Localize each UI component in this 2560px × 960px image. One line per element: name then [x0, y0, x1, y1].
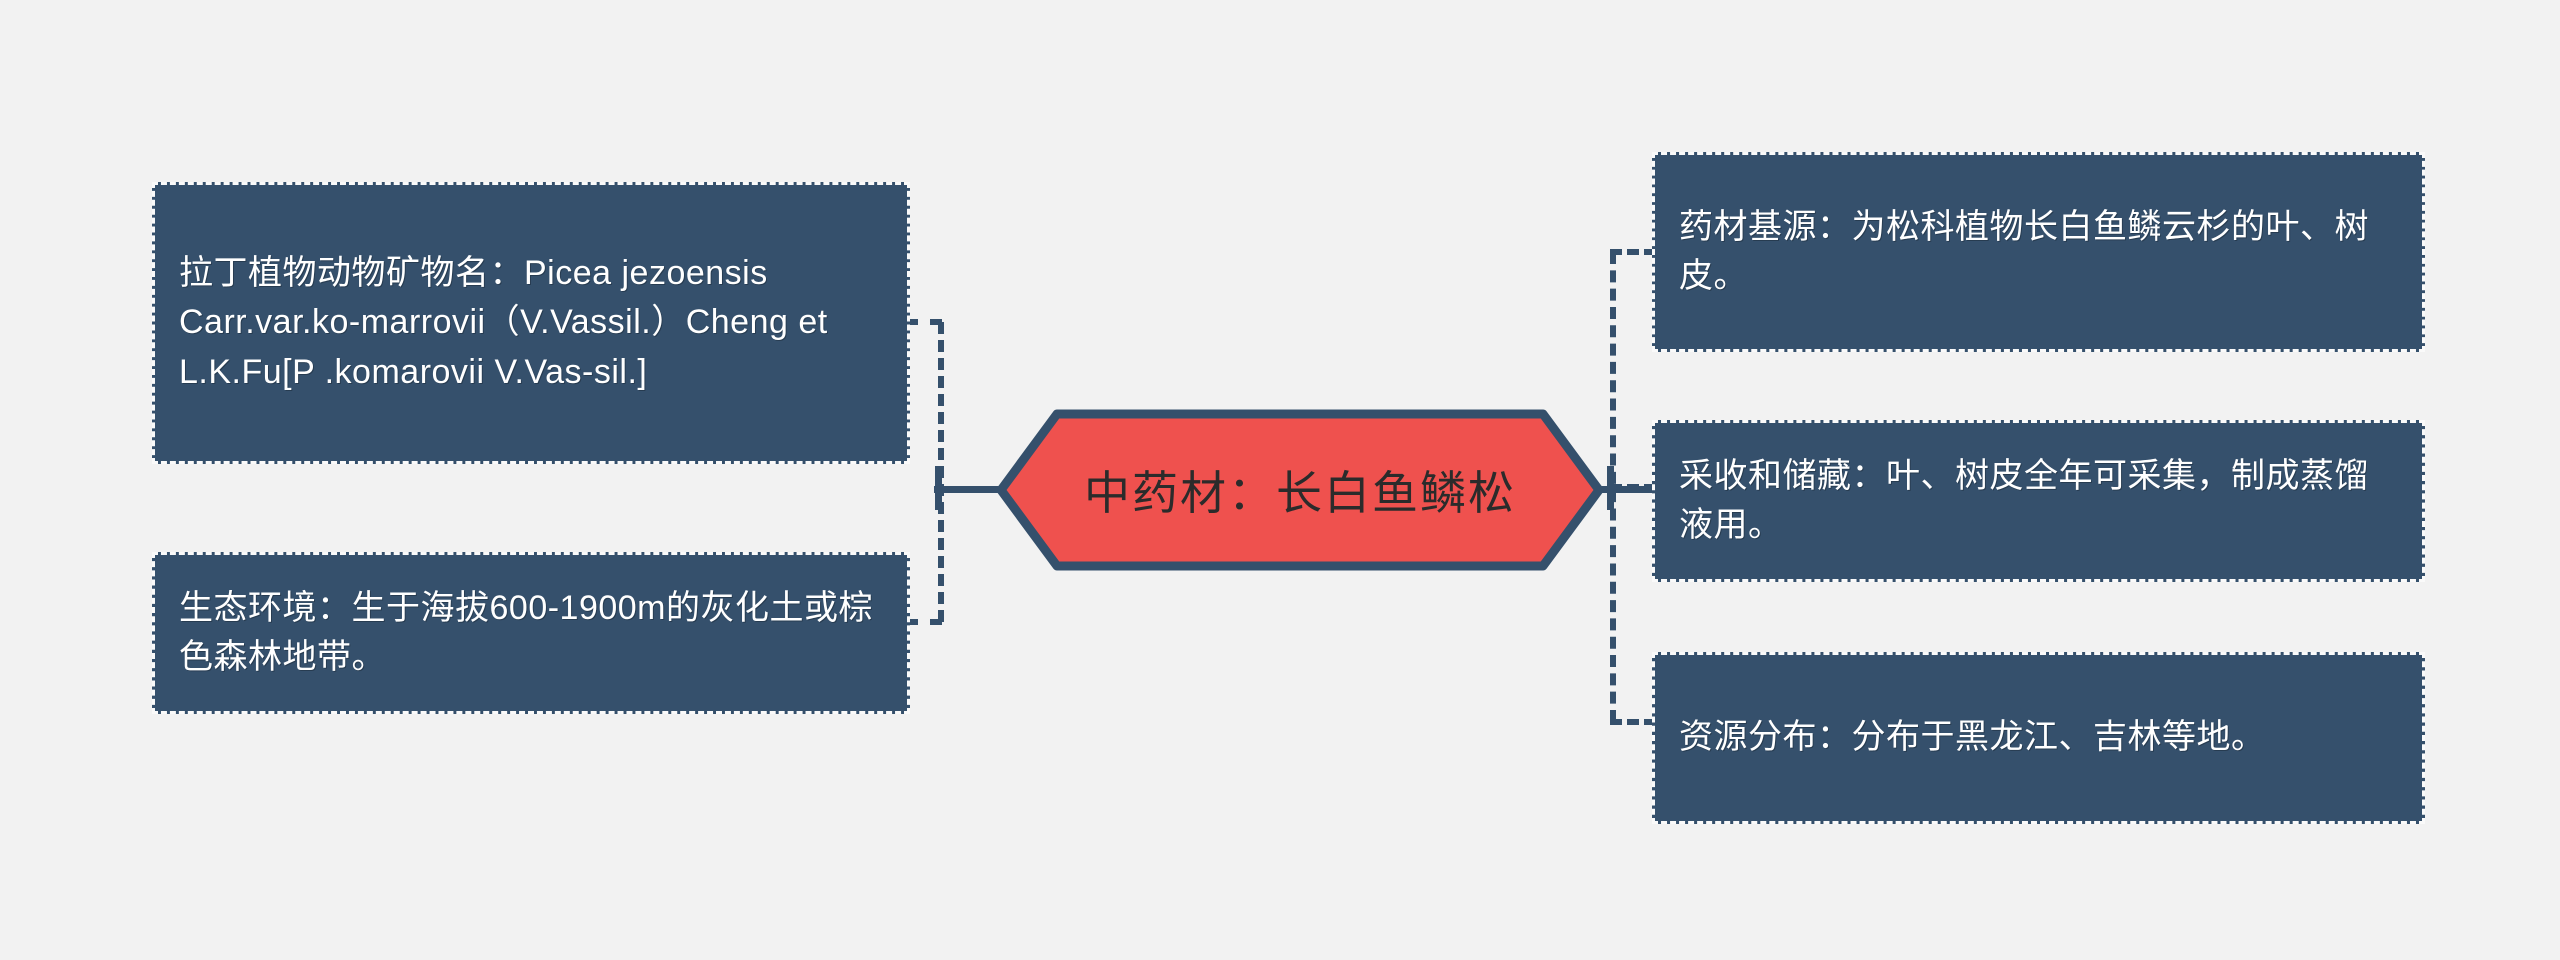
node-harvest-label: 采收和储藏：叶、树皮全年可采集，制成蒸馏液用。	[1679, 456, 2369, 544]
node-ecology-label: 生态环境：生于海拔600-1900m的灰化土或棕色森林地带。	[179, 588, 874, 676]
hexagon-shape	[996, 409, 1604, 571]
center-node[interactable]: 中药材：长白鱼鳞松	[995, 408, 1605, 572]
node-distribution-label: 资源分布：分布于黑龙江、吉林等地。	[1679, 718, 2266, 757]
node-latin-name-label: 拉丁植物动物矿物名：Picea jezoensis Carr.var.ko-ma…	[179, 254, 828, 391]
connector-stub-distribution	[1610, 719, 1656, 725]
node-source-label: 药材基源：为松科植物长白鱼鳞云杉的叶、树皮。	[1679, 207, 2369, 295]
connector-center-left	[934, 486, 1004, 493]
connector-center-right	[1596, 486, 1666, 493]
connector-stub-ecology	[906, 619, 942, 625]
node-latin-name[interactable]: 拉丁植物动物矿物名：Picea jezoensis Carr.var.ko-ma…	[152, 182, 910, 464]
node-harvest[interactable]: 采收和储藏：叶、树皮全年可采集，制成蒸馏液用。	[1652, 420, 2425, 582]
node-ecology[interactable]: 生态环境：生于海拔600-1900m的灰化土或棕色森林地带。	[152, 552, 910, 714]
center-node-label: 中药材：长白鱼鳞松	[1084, 467, 1516, 519]
node-source[interactable]: 药材基源：为松科植物长白鱼鳞云杉的叶、树皮。	[1652, 152, 2425, 352]
connector-stub-source	[1610, 249, 1656, 255]
connector-stub-latin-name	[906, 319, 942, 325]
node-distribution[interactable]: 资源分布：分布于黑龙江、吉林等地。	[1652, 652, 2425, 824]
